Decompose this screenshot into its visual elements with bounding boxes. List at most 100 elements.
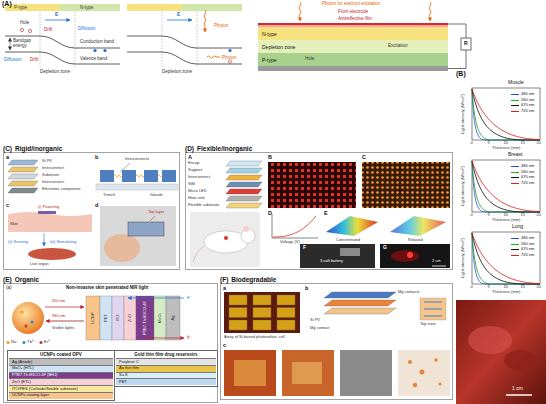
label-anchor: (iii) Stimulating (50, 240, 76, 245)
device-photo (300, 244, 375, 268)
figure-label: Top layer (148, 210, 164, 215)
label-anchor: d (95, 202, 98, 208)
legend-line (511, 172, 519, 173)
plot-axes (472, 160, 540, 212)
upconversion-particle (25, 325, 28, 328)
label-anchor: 15 (521, 141, 525, 146)
iv-curve (272, 214, 318, 238)
legend-line (511, 244, 519, 245)
label-anchor: N-type (80, 5, 93, 10)
panel-title: Biodegradable (231, 276, 276, 283)
figure-label: Mg contacts (398, 290, 420, 295)
plot-curve (472, 89, 540, 140)
legend-text: 480 nm (521, 164, 534, 169)
island-layout (162, 170, 176, 182)
tick-label: 20 (537, 213, 541, 218)
label-anchor: 720 nm (521, 253, 534, 258)
label-anchor: Front electrode (338, 9, 368, 14)
plot-curve (472, 161, 540, 212)
figure-label: Trench (103, 193, 115, 198)
figure-label: Drift (30, 57, 38, 62)
label-anchor: 3-volt battery (320, 259, 343, 264)
legend-line (511, 111, 519, 112)
exploded-device (324, 292, 446, 320)
legend-text: 670 nm (521, 103, 534, 108)
label-anchor: D (268, 210, 272, 216)
layer-label: PET (119, 380, 213, 385)
figure-label: Valence band (80, 56, 107, 61)
legend-text: 560 nm (521, 170, 534, 175)
upconversion-particle (45, 307, 84, 308)
axis-title: Light intensity (W/cm²) (461, 238, 466, 278)
label-anchor: Photon (214, 23, 228, 28)
legend-text: 720 nm (521, 181, 534, 186)
legend-text: 670 nm (521, 247, 534, 252)
figure-label: Support (188, 168, 202, 173)
layer-label: ITO/PES (Cathode/flexible substrate) (12, 387, 110, 392)
panel-letter: (A) (2, 0, 12, 8)
layer-label: Ag (Anode) (12, 360, 110, 365)
legend-text: 560 nm (521, 98, 534, 103)
label-anchor: (A) (2, 0, 12, 8)
led-array-photo (268, 162, 450, 208)
label-anchor: Er³⁺ (44, 340, 51, 345)
dissolution-photo (282, 350, 334, 396)
tick-label: 15 (521, 213, 525, 218)
figure-label: E (55, 12, 58, 18)
panel-heading: (C)Rigid/inorganic (3, 142, 65, 153)
label-anchor: ITO (116, 315, 121, 322)
layer-label: MoO₃ (158, 313, 163, 323)
band-diagram (5, 36, 120, 48)
layer-label: MoO₃ (HTL) (12, 366, 110, 371)
label-anchor: Photon for electron excitation (322, 1, 380, 6)
legend-line (511, 238, 519, 239)
tick-label: 10 (504, 213, 508, 218)
tissue-photo (456, 300, 546, 404)
layer-label: P-type (262, 57, 276, 63)
figure-label: Electronic component (42, 187, 80, 192)
figure-label: Array of Si-based photovoltaic cell (224, 335, 284, 340)
device-photo (100, 206, 176, 266)
legend-line (511, 105, 519, 106)
figure-label: Interconnect (188, 175, 210, 180)
figure-label: Si PV (310, 318, 320, 323)
dissolution-photo (234, 360, 266, 386)
layer-stack (226, 161, 262, 166)
figure-label: Relaxed (408, 238, 423, 243)
iv-curve (273, 216, 316, 237)
band-diagram (10, 38, 11, 50)
panel-letter: F (303, 245, 306, 251)
label-anchor: c (223, 342, 226, 348)
exploded-device (324, 292, 396, 298)
plot-axes (472, 88, 540, 140)
stack-box: UCNPs coated OPVAg (Anode)MoO₃ (HTL)PTB7… (7, 350, 115, 401)
device-photo (104, 234, 140, 262)
label-anchor: 20 (537, 285, 541, 290)
iv-curve (272, 214, 318, 238)
layer-label: Ag (171, 316, 176, 321)
label-anchor: Diffusion (78, 26, 95, 31)
layer-label: Depletion zone (262, 44, 295, 50)
axis-title: Light intensity (W/cm²) (461, 166, 466, 206)
legend-text: 720 nm (521, 109, 534, 114)
axis-title: Thickness (mm) (492, 218, 520, 223)
figure-label: Flexible substrate (188, 203, 219, 208)
band-diagram (197, 12, 198, 67)
label-anchor: (i) Powering (38, 205, 59, 210)
label-anchor: A (188, 154, 192, 160)
label-anchor: 560 nm (521, 98, 534, 103)
figure-label: h⁺ (187, 335, 192, 340)
label-anchor: 20 (537, 141, 541, 146)
plot-curve (472, 161, 540, 212)
layer-stack (8, 174, 38, 179)
figure-label: Excitation (388, 43, 408, 48)
legend-text: 480 nm (521, 236, 534, 241)
tissue-photo (456, 300, 546, 404)
label-anchor: 5 (488, 141, 490, 146)
mouse-photo (190, 212, 260, 267)
layer-label: ITO (116, 315, 121, 322)
label-anchor: G (383, 245, 387, 251)
tissue-photo (506, 394, 532, 396)
array-photo (229, 295, 295, 330)
